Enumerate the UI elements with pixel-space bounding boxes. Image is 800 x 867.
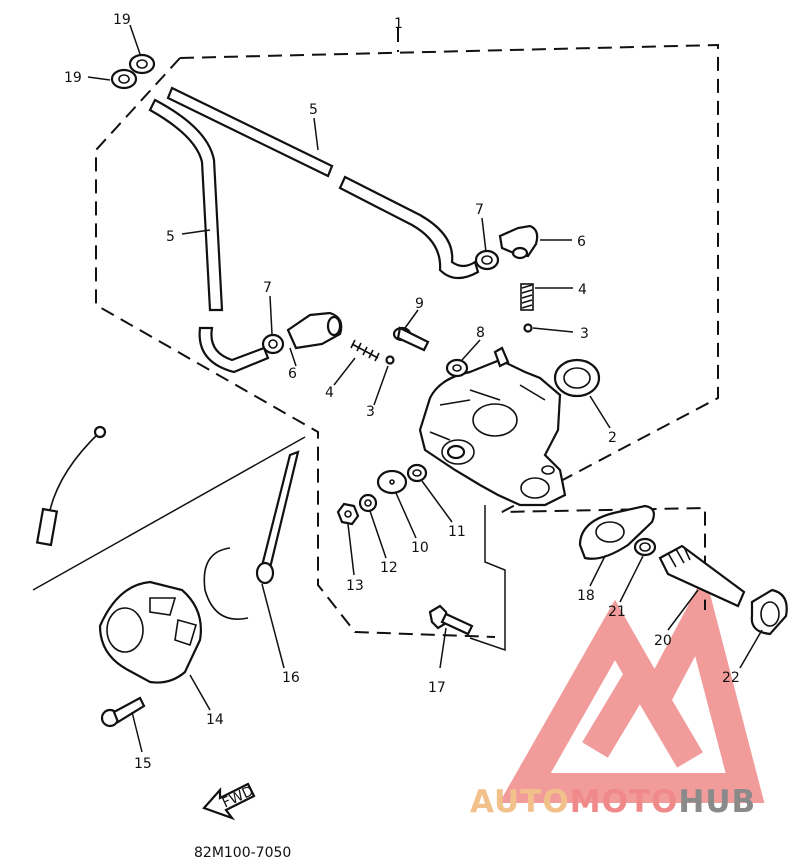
callout-6-left: 6 (288, 366, 297, 382)
callout-4-right: 4 (578, 282, 587, 298)
callout-20: 20 (654, 633, 672, 649)
oil-seal (553, 358, 601, 398)
assembly-boundary-dashed (95, 43, 719, 638)
automotohub-logo (499, 573, 765, 803)
cover-bolt (100, 696, 146, 728)
callout-15: 15 (134, 756, 152, 772)
callout-19-lower: 19 (64, 70, 82, 86)
callout-8: 8 (476, 325, 485, 341)
oil-hose-left (148, 98, 270, 374)
watermark-moto: MOTO (570, 784, 679, 820)
mounting-bolt-17 (428, 604, 474, 636)
hose-clip-right (474, 249, 500, 271)
callout-19-upper: 19 (113, 12, 131, 28)
callout-21: 21 (608, 604, 626, 620)
check-valve-spring-right (520, 283, 534, 311)
check-valve-spring-left (350, 339, 380, 362)
callout-6-right: 6 (577, 234, 586, 250)
watermark-text: AUTOMOTOHUB (470, 784, 756, 820)
callout-labels: 1 19 19 5 5 7 6 4 3 7 6 9 4 3 8 2 11 10 … (64, 12, 740, 772)
front-direction-arrow: FWD (202, 782, 256, 821)
drive-shaft-20 (658, 544, 746, 608)
hose-clamp-upper (128, 53, 156, 75)
callout-5-left: 5 (166, 229, 175, 245)
callout-17: 17 (428, 680, 446, 696)
watermark-hub: HUB (678, 784, 756, 820)
callout-7-right: 7 (475, 202, 484, 218)
oil-hose-right (166, 86, 480, 280)
drawing-code: 82M100-7050 (194, 845, 291, 861)
callout-13: 13 (346, 578, 364, 594)
callout-11: 11 (448, 524, 466, 540)
spring-washer-11 (406, 463, 428, 483)
pump-cover (98, 580, 202, 684)
fwd-label: FWD (220, 783, 256, 811)
callout-3-left: 3 (366, 404, 375, 420)
callout-10: 10 (411, 540, 429, 556)
watermark-auto: AUTO (470, 784, 570, 820)
oil-pump-body (418, 346, 567, 507)
callout-1: 1 (394, 16, 403, 32)
leader-lines (87, 24, 763, 753)
callout-18: 18 (577, 588, 595, 604)
collar-22 (750, 588, 788, 636)
callout-2: 2 (608, 430, 617, 446)
divider-line (32, 436, 306, 591)
callout-9: 9 (415, 296, 424, 312)
hose-clamp-lower (110, 68, 138, 90)
callout-22: 22 (722, 670, 740, 686)
callout-5-right: 5 (309, 102, 318, 118)
check-ball-left (385, 355, 395, 365)
callout-4-left: 4 (325, 385, 334, 401)
callout-14: 14 (206, 712, 224, 728)
callout-7-left: 7 (263, 280, 272, 296)
check-ball-right (523, 323, 533, 333)
gasket-washer-8 (445, 358, 469, 378)
hose-clip-left (261, 333, 285, 355)
banjo-fitting-right (498, 224, 539, 260)
callout-16: 16 (282, 670, 300, 686)
banjo-bolt (392, 326, 430, 352)
nut-13 (336, 502, 360, 526)
bolt-17-lead-bracket (469, 505, 506, 652)
callout-12: 12 (380, 560, 398, 576)
banjo-fitting-left (286, 311, 343, 350)
oil-pump-cable (203, 450, 300, 620)
callout-3-right: 3 (580, 326, 589, 342)
pulley-plate (376, 469, 408, 495)
o-ring-21 (633, 537, 657, 557)
cable-end-left (35, 425, 107, 547)
gasket-18 (578, 504, 655, 560)
washer-12 (358, 493, 378, 513)
